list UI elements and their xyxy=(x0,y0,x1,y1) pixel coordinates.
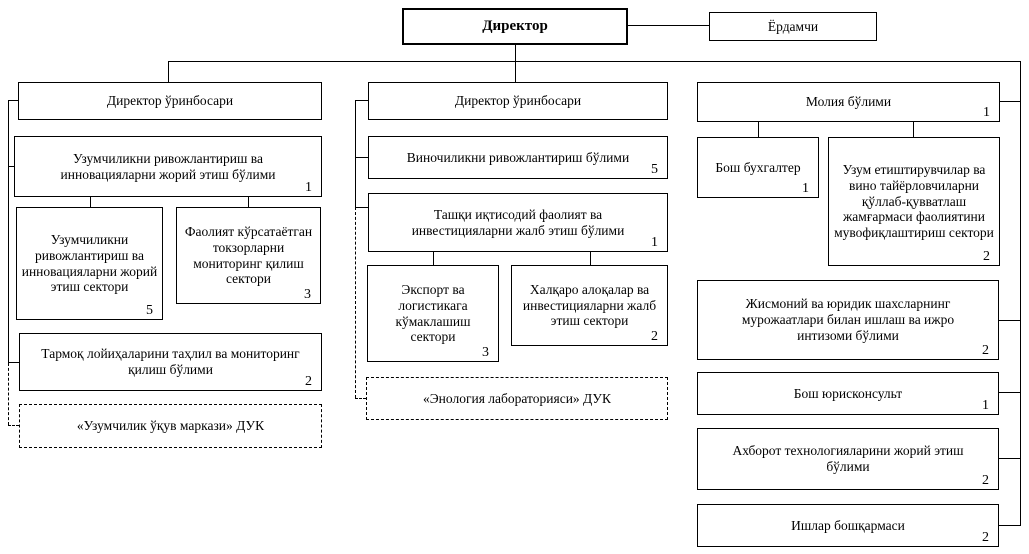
node-ishlar-dept: Ишлар бошқармаси 2 xyxy=(697,504,999,547)
node-eksport-sector-count: 3 xyxy=(482,345,489,360)
connector-tashqi-child2 xyxy=(590,251,591,265)
node-enologiya-duk: «Энология лабораторияси» ДУК xyxy=(366,377,668,420)
node-uzum-dept-count: 1 xyxy=(305,180,312,195)
connector-stub-moliya xyxy=(999,101,1020,102)
node-director: Директор xyxy=(402,8,628,45)
node-deputy-mid-label: Директор ўринбосари xyxy=(454,93,582,109)
connector-stub-tashqi xyxy=(355,207,368,208)
connector-stub-tarmoq xyxy=(8,362,19,363)
node-deputy-mid: Директор ўринбосари xyxy=(368,82,668,120)
node-eksport-sector: Экспорт ва логистикага кўмаклашиш сектор… xyxy=(367,265,499,362)
node-vino-dept: Виночиликни ривожлантириш бўлими 5 xyxy=(368,136,668,179)
connector-stub-axborot xyxy=(998,458,1020,459)
node-ishlar-dept-label: Ишлар бошқармаси xyxy=(791,517,905,533)
node-tashqi-dept-label: Ташқи иқтисодий фаолият ва инвестициялар… xyxy=(411,206,625,238)
connector-stub-uzum-dept xyxy=(8,166,14,167)
node-vino-dept-label: Виночиликни ривожлантириш бўлими xyxy=(406,149,630,165)
node-uzum-dept-label: Узумчиликни ривожлантириш ва инновацияла… xyxy=(60,150,276,182)
node-uzum-duk: «Узумчилик ўқув маркази» ДУК xyxy=(19,404,322,448)
node-uzum-fond-sector: Узум етиштирувчилар ва вино тайёрловчила… xyxy=(828,137,1000,266)
node-uzum-sector-label: Узумчиликни ривожлантириш ва инновацияла… xyxy=(21,231,158,295)
node-eksport-sector-label: Экспорт ва логистикага кўмаклашиш сектор… xyxy=(395,281,471,345)
connector-drop-left xyxy=(168,61,169,82)
connector-left-spine xyxy=(8,100,9,363)
node-xalqaro-sector-count: 2 xyxy=(651,329,658,344)
node-moliya-dept-count: 1 xyxy=(983,105,990,120)
node-uzum-sector-count: 5 xyxy=(146,303,153,318)
node-bosh-buxgalter-count: 1 xyxy=(802,181,809,196)
connector-uzum-child2 xyxy=(248,196,249,207)
connector-stub-enologiya xyxy=(355,398,366,399)
connector-mid-spine xyxy=(355,100,356,207)
node-uzum-duk-label: «Узумчилик ўқув маркази» ДУК xyxy=(76,418,265,434)
node-jismoniy-dept-count: 2 xyxy=(982,343,989,358)
node-deputy-left: Директор ўринбосари xyxy=(18,82,322,120)
node-monitoring-sector-count: 3 xyxy=(304,287,311,302)
connector-top-span xyxy=(168,61,1021,62)
connector-moliya-child1 xyxy=(758,121,759,137)
connector-drop-mid xyxy=(515,61,516,82)
connector-moliya-child2 xyxy=(913,121,914,137)
node-xalqaro-sector-label: Халқаро алоқалар ва инвестицияларни жалб… xyxy=(522,281,657,329)
node-moliya-dept-label: Молия бўлими xyxy=(805,94,892,110)
connector-left-spine-dashed xyxy=(8,363,9,425)
node-jismoniy-dept-label: Жисмоний ва юридик шахсларнинг мурожаатл… xyxy=(741,296,955,343)
node-director-label: Директор xyxy=(482,17,548,34)
node-bosh-yuriskonsult-count: 1 xyxy=(982,398,989,413)
node-enologiya-duk-label: «Энология лабораторияси» ДУК xyxy=(423,390,611,406)
node-assistant: Ёрдамчи xyxy=(709,12,877,41)
connector-stub-ishlar xyxy=(998,525,1020,526)
node-axborot-dept-label: Ахборот технологияларини жорий этиш бўли… xyxy=(732,443,964,474)
connector-stub-jismoniy xyxy=(998,320,1020,321)
node-deputy-left-label: Директор ўринбосари xyxy=(106,93,234,109)
node-moliya-dept: Молия бўлими 1 xyxy=(697,82,1000,122)
connector-tashqi-child1 xyxy=(433,251,434,265)
node-ishlar-dept-count: 2 xyxy=(982,530,989,545)
connector-stub-deputy-left xyxy=(8,100,18,101)
node-monitoring-sector-label: Фаолият кўрсатаётган токзорларни монитор… xyxy=(184,223,313,287)
node-bosh-buxgalter-label: Бош бухгалтер xyxy=(715,159,801,175)
node-axborot-dept: Ахборот технологияларини жорий этиш бўли… xyxy=(697,428,999,490)
connector-stub-deputy-mid xyxy=(355,100,368,101)
node-tarmoq-dept: Тармоқ лойиҳаларини таҳлил ва мониторинг… xyxy=(19,333,322,391)
node-vino-dept-count: 5 xyxy=(651,162,658,177)
connector-director-assistant xyxy=(628,25,709,26)
node-bosh-yuriskonsult-label: Бош юрисконсульт xyxy=(793,385,903,401)
node-uzum-sector: Узумчиликни ривожлантириш ва инновацияла… xyxy=(16,207,163,320)
node-uzum-fond-sector-label: Узум етиштирувчилар ва вино тайёрловчила… xyxy=(834,162,994,241)
connector-mid-spine-dashed xyxy=(355,207,356,398)
node-tashqi-dept-count: 1 xyxy=(651,235,658,250)
node-uzum-fond-sector-count: 2 xyxy=(983,249,990,264)
connector-director-drop xyxy=(515,44,516,62)
node-bosh-yuriskonsult: Бош юрисконсульт 1 xyxy=(697,372,999,415)
node-xalqaro-sector: Халқаро алоқалар ва инвестицияларни жалб… xyxy=(511,265,668,346)
connector-stub-uzum-duk xyxy=(8,425,19,426)
connector-stub-yuriskonsult xyxy=(998,392,1020,393)
node-axborot-dept-count: 2 xyxy=(982,473,989,488)
connector-right-spine xyxy=(1020,61,1021,526)
node-tarmoq-dept-count: 2 xyxy=(305,374,312,389)
node-uzum-dept: Узумчиликни ривожлантириш ва инновацияла… xyxy=(14,136,322,197)
node-tashqi-dept: Ташқи иқтисодий фаолият ва инвестициялар… xyxy=(368,193,668,252)
node-assistant-label: Ёрдамчи xyxy=(767,18,819,34)
connector-uzum-child1 xyxy=(90,196,91,207)
node-tarmoq-dept-label: Тармоқ лойиҳаларини таҳлил ва мониторинг… xyxy=(41,346,300,377)
node-monitoring-sector: Фаолият кўрсатаётган токзорларни монитор… xyxy=(176,207,321,304)
node-jismoniy-dept: Жисмоний ва юридик шахсларнинг мурожаатл… xyxy=(697,280,999,360)
connector-stub-vino xyxy=(355,157,368,158)
node-bosh-buxgalter: Бош бухгалтер 1 xyxy=(697,137,819,198)
